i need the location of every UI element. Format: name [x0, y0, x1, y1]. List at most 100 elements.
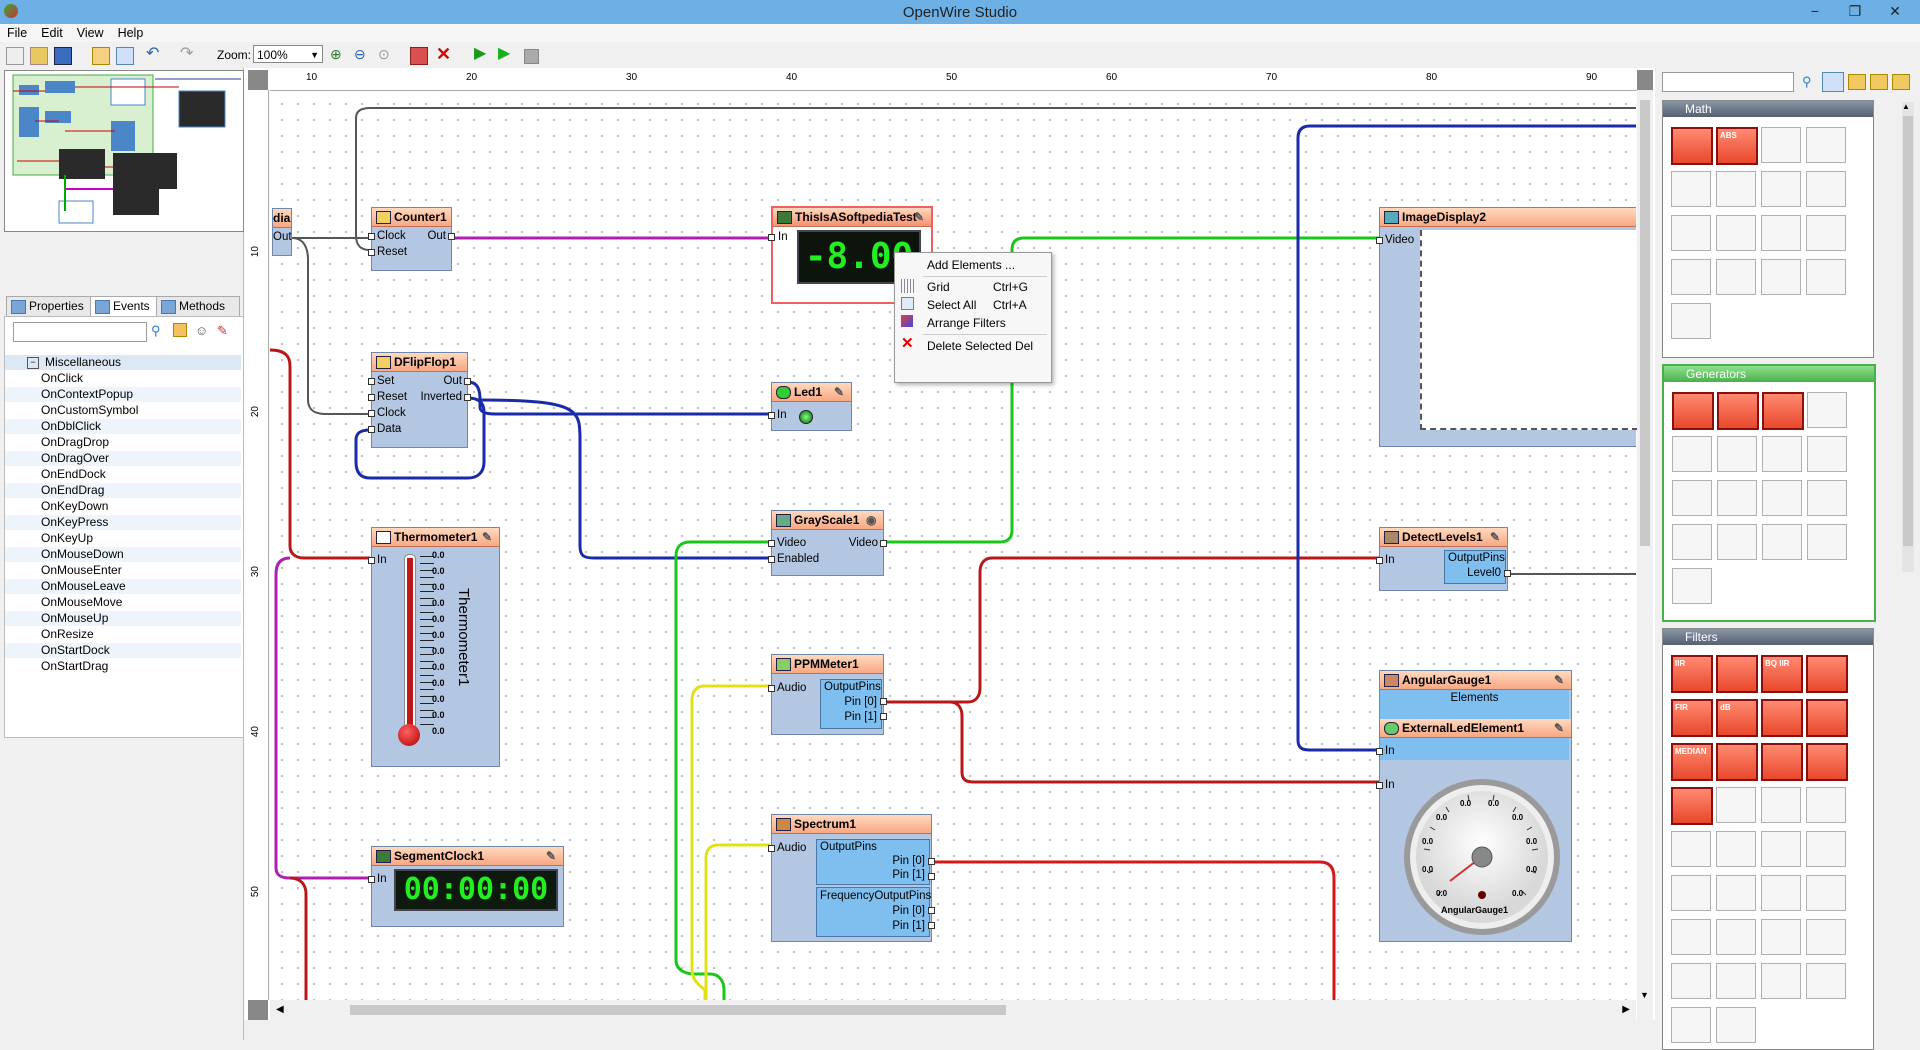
palette-tile[interactable]	[1717, 480, 1757, 516]
menu-edit[interactable]: Edit	[41, 26, 63, 40]
folder-icon[interactable]	[1848, 74, 1866, 90]
palette-tile[interactable]	[1761, 963, 1801, 999]
spectrum-pin1[interactable]	[928, 873, 935, 880]
palette-tile[interactable]	[1716, 655, 1758, 693]
spectrum-fpin0[interactable]	[928, 907, 935, 914]
palette-tile[interactable]	[1806, 831, 1846, 867]
led-in-pin[interactable]	[768, 412, 775, 419]
detectlevels-component[interactable]: DetectLevels1✎ In OutputPins Level0	[1376, 527, 1511, 591]
grid-icon[interactable]	[116, 47, 134, 65]
wrench-icon[interactable]: ✎	[914, 210, 925, 224]
dflipflop-component[interactable]: DFlipFlop1 Set Out Reset Inverted Clock …	[368, 352, 471, 448]
save-icon[interactable]	[54, 47, 72, 65]
palette-tile[interactable]	[1762, 480, 1802, 516]
event-item[interactable]: OnResize	[41, 627, 94, 641]
event-item[interactable]: OnDblClick	[41, 419, 102, 433]
palette-tile[interactable]	[1672, 480, 1712, 516]
palette-tile[interactable]	[1671, 171, 1711, 207]
canvas-vscroll-thumb[interactable]	[1640, 100, 1650, 546]
wrench-icon[interactable]: ✎	[482, 530, 493, 544]
palette-tile[interactable]	[1671, 963, 1711, 999]
palette-tile[interactable]	[1716, 743, 1758, 781]
palette-tile[interactable]	[1671, 787, 1713, 825]
canvas-hscroll-thumb[interactable]	[350, 1005, 1006, 1015]
menu-view[interactable]: View	[76, 26, 104, 40]
palette-tile[interactable]	[1671, 215, 1711, 251]
palette-tile[interactable]	[1806, 215, 1846, 251]
view-mode-icon[interactable]	[1822, 72, 1844, 92]
close-button[interactable]: ✕	[1889, 3, 1901, 19]
palette-tile[interactable]	[1716, 259, 1756, 295]
grayscale-enabled-pin[interactable]	[768, 556, 775, 563]
canvas-vertical-scrollbar[interactable]: ▼	[1637, 90, 1653, 1000]
palette-tile[interactable]	[1761, 699, 1803, 737]
palette-tile[interactable]	[1717, 392, 1759, 430]
counter-out-pin[interactable]	[448, 233, 455, 240]
palette-tile[interactable]	[1807, 392, 1847, 428]
palette-tile[interactable]	[1807, 436, 1847, 472]
restore-button[interactable]: ❐	[1848, 3, 1862, 19]
palette-tile[interactable]: MEDIAN	[1671, 743, 1713, 781]
run-icon[interactable]: ▶	[498, 45, 511, 62]
collapse-icon[interactable]: −	[27, 357, 39, 369]
open-icon[interactable]	[30, 47, 48, 65]
palette-tile[interactable]	[1672, 436, 1712, 472]
wrench-icon[interactable]: ✎	[1490, 530, 1501, 544]
zoom-out-icon[interactable]: ⊖	[354, 46, 366, 62]
counter-reset-pin[interactable]	[368, 249, 375, 256]
dflipflop-data-pin[interactable]	[368, 426, 375, 433]
palette-tile[interactable]	[1716, 215, 1756, 251]
overview-minimap[interactable]	[4, 70, 244, 232]
media-component[interactable]: dia Out	[272, 208, 292, 256]
palette-tile[interactable]	[1807, 480, 1847, 516]
palette-scroll-thumb[interactable]	[1903, 116, 1913, 546]
palette-scrollbar[interactable]: ▲	[1902, 102, 1914, 572]
minimize-button[interactable]: −	[1810, 3, 1820, 19]
palette-tile[interactable]	[1671, 919, 1711, 955]
context-arrange-filters[interactable]: Arrange Filters	[927, 316, 1006, 330]
palette-tile[interactable]	[1716, 171, 1756, 207]
palette-tile[interactable]	[1761, 743, 1803, 781]
event-item[interactable]: OnClick	[41, 371, 84, 385]
led-component[interactable]: Led1✎ In	[768, 382, 852, 431]
scroll-up-icon[interactable]: ▲	[1902, 102, 1910, 111]
events-group-row[interactable]	[5, 355, 241, 370]
palette-tile[interactable]: dB	[1716, 699, 1758, 737]
externalled-in-pin[interactable]	[1376, 748, 1383, 755]
context-delete-selected[interactable]: Delete Selected Del	[927, 339, 1034, 353]
event-item[interactable]: OnCustomSymbol	[41, 403, 139, 417]
event-item[interactable]: OnEndDrag	[41, 483, 105, 497]
palette-math-header[interactable]: Math	[1663, 101, 1873, 117]
grayscale-component[interactable]: GrayScale1◉ Video Video Enabled	[768, 510, 887, 576]
event-item[interactable]: OnMouseUp	[41, 611, 109, 625]
palette-search-input[interactable]	[1662, 72, 1794, 92]
detectlevels-in-pin[interactable]	[1376, 557, 1383, 564]
palette-tile[interactable]	[1671, 875, 1711, 911]
palette-tile[interactable]	[1762, 392, 1804, 430]
stop-icon[interactable]	[524, 49, 539, 64]
palette-tile[interactable]	[1806, 875, 1846, 911]
wrench-icon[interactable]: ✎	[1554, 721, 1565, 735]
palette-tile[interactable]	[1806, 699, 1848, 737]
pin-icon[interactable]: ✎	[217, 323, 228, 338]
palette-tile[interactable]	[1717, 436, 1757, 472]
wrench-icon[interactable]: ✎	[546, 849, 557, 863]
spectrum-pin0[interactable]	[928, 858, 935, 865]
context-add-elements[interactable]: Add Elements ...	[927, 258, 1016, 272]
imagedisplay-video-pin[interactable]	[1376, 237, 1383, 244]
ppmmeter-pin1[interactable]	[880, 713, 887, 720]
ppmmeter-component[interactable]: PPMMeter1 Audio OutputPins Pin [0] Pin […	[768, 654, 887, 735]
palette-tile[interactable]	[1671, 259, 1711, 295]
palette-filters-header[interactable]: Filters	[1663, 629, 1873, 645]
event-item[interactable]: OnStartDrag	[41, 659, 109, 673]
palette-tile[interactable]	[1672, 524, 1712, 560]
event-item[interactable]: OnEndDock	[41, 467, 106, 481]
tab-methods[interactable]: Methods	[156, 296, 240, 316]
event-item[interactable]: OnMouseEnter	[41, 563, 122, 577]
palette-tile[interactable]	[1716, 787, 1756, 823]
palette-tile[interactable]	[1806, 919, 1846, 955]
tab-properties[interactable]: Properties	[6, 296, 94, 316]
palette-tile[interactable]	[1806, 743, 1848, 781]
palette-tile[interactable]	[1716, 1007, 1756, 1043]
